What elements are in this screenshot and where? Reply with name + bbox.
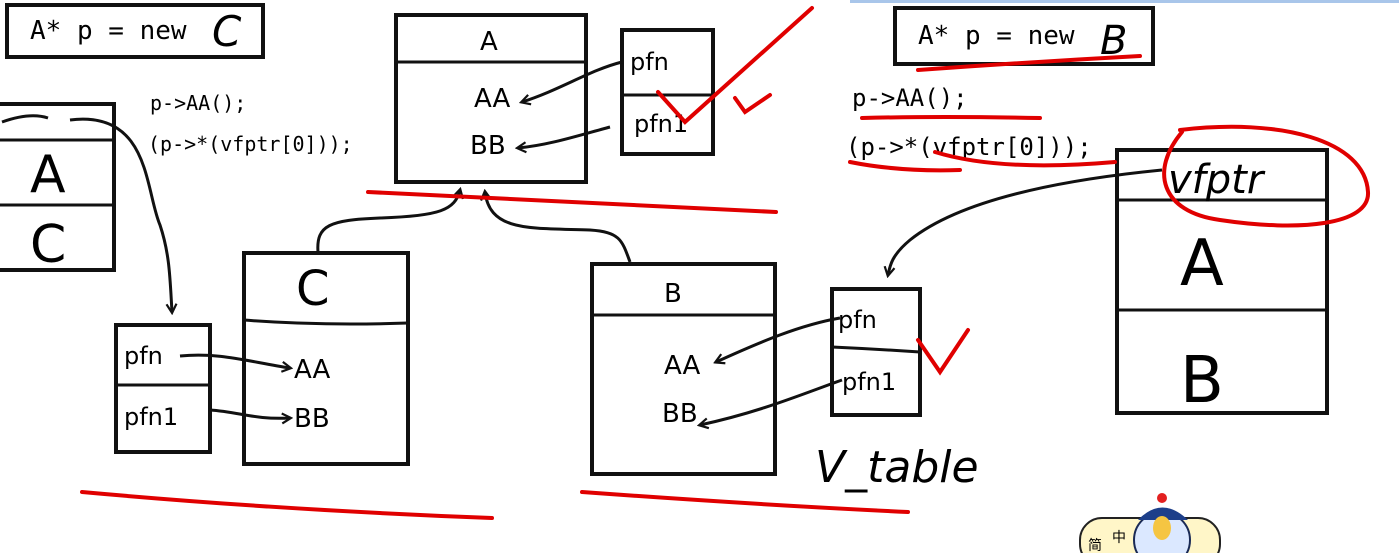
right-object-a-label: A <box>1180 227 1224 301</box>
underline-right-code-2b <box>933 150 1117 168</box>
right-code-line-2: (p->*(vfptr[0])); <box>846 133 1092 161</box>
b-vtable-pfn: pfn <box>838 306 877 334</box>
class-a-bb: BB <box>470 131 506 161</box>
left-header-text: A* p = new <box>30 16 187 46</box>
right-code-line-1: p->AA(); <box>852 84 968 112</box>
class-a-vtable: pfn pfn1 <box>620 28 715 156</box>
b-pfn1-to-bb-arrow <box>700 378 843 425</box>
left-object-box: A C <box>0 102 116 275</box>
class-c-box: C AA BB <box>242 251 410 466</box>
underline-class-a <box>366 190 778 214</box>
class-b-title: B <box>664 279 682 309</box>
badge-mascot-icon <box>1133 493 1191 553</box>
right-object-box: vfptr A B <box>1115 148 1329 418</box>
left-code-line-2: (p->*(vfptr[0])); <box>148 132 353 156</box>
b-pfn-to-aa-arrow <box>716 316 841 362</box>
b-inherits-a-arrow <box>485 192 632 263</box>
check-mark-b-vtable <box>916 328 970 376</box>
class-a-title: A <box>480 27 498 57</box>
right-vfptr-arrow <box>888 168 1163 275</box>
c-inherits-a-arrow <box>316 190 460 253</box>
class-b-vtable: pfn pfn1 <box>830 287 922 417</box>
right-header-text: A* p = new <box>918 21 1075 51</box>
class-b-box: B AA BB <box>590 262 777 476</box>
underline-right-header <box>916 54 1142 72</box>
vtable-label: V_table <box>815 442 979 493</box>
window-top-border <box>850 0 1399 3</box>
a-pfn-to-aa-arrow <box>522 60 623 102</box>
right-object-vfptr: vfptr <box>1168 157 1266 203</box>
left-vtable-pfn: pfn <box>124 342 163 370</box>
left-header-hand-letter: C <box>212 7 242 56</box>
ime-badge: 简 中 <box>1079 493 1221 553</box>
left-code-line-1: p->AA(); <box>150 91 246 115</box>
left-pfn1-to-bb-arrow <box>209 408 290 418</box>
class-b-aa: AA <box>664 351 701 381</box>
circle-vfptr <box>1162 124 1371 228</box>
class-b-bb: BB <box>662 399 698 429</box>
underline-right-code-2a <box>848 160 962 173</box>
class-c-aa: AA <box>294 355 331 385</box>
b-vtable-pfn1: pfn1 <box>842 368 896 396</box>
left-vtable: pfn pfn1 <box>114 323 212 454</box>
underline-right-code-1 <box>860 115 1042 120</box>
left-object-a-label: A <box>30 145 66 205</box>
right-object-b-label: B <box>1180 344 1224 418</box>
class-a-box: A AA BB <box>394 13 588 184</box>
badge-char-2: 中 <box>1112 530 1126 546</box>
class-c-title: C <box>296 261 330 317</box>
underline-left-section <box>80 490 494 520</box>
check-mark-large <box>656 6 814 125</box>
class-a-aa: AA <box>474 84 511 114</box>
left-vtable-pfn1: pfn1 <box>124 403 178 431</box>
underline-b-section <box>580 490 910 514</box>
badge-char-1: 简 <box>1088 537 1102 553</box>
a-pfn1-to-bb-arrow <box>518 125 611 148</box>
left-vfptr-arrow <box>69 117 172 312</box>
left-pfn-to-aa-arrow <box>179 353 290 368</box>
left-object-c-label: C <box>30 215 66 275</box>
left-header-box: A* p = new C <box>5 3 265 59</box>
class-c-bb: BB <box>294 404 330 434</box>
a-vtable-pfn: pfn <box>630 48 669 76</box>
check-mark-small <box>733 93 772 115</box>
red-annotations <box>80 6 1371 520</box>
